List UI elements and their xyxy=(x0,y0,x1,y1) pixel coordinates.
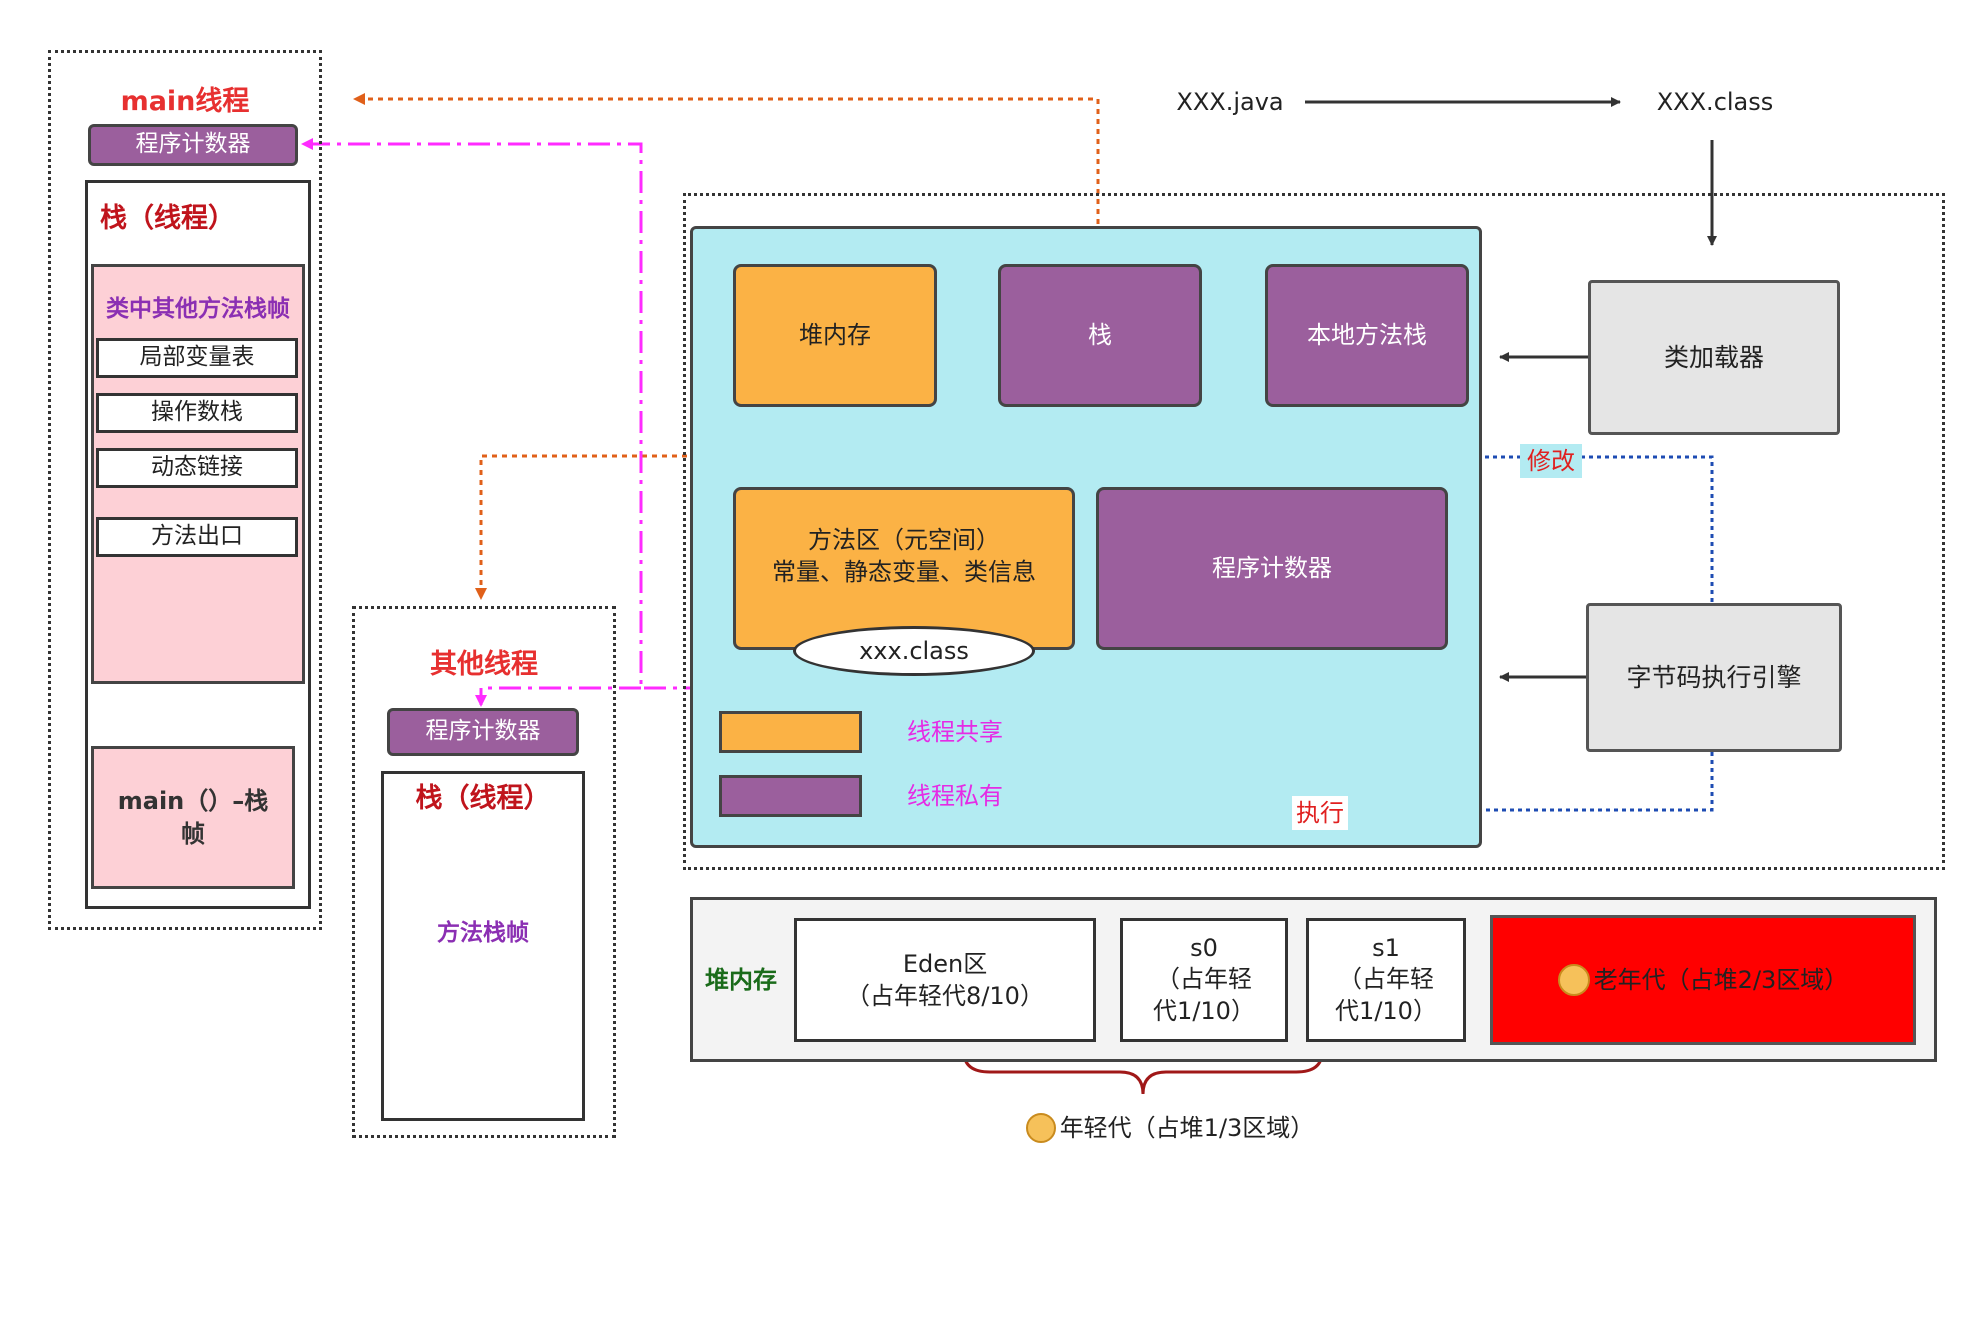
main-method-frame: main（）–栈帧 xyxy=(91,746,295,889)
elderly-icon xyxy=(1557,964,1590,996)
main-method-frame-label: main（）–栈帧 xyxy=(117,787,269,848)
legend-private-label: 线程私有 xyxy=(907,781,1003,810)
source-file: XXX.java xyxy=(1176,87,1284,116)
method-area-title: 方法区（元空间） xyxy=(808,526,1000,554)
heap-box: 堆内存 xyxy=(733,264,937,407)
s0-ratio-line2: 代1/10） xyxy=(1153,996,1255,1025)
stack-box: 栈 xyxy=(998,264,1202,407)
other-thread-stack-title: 栈（线程） xyxy=(415,782,551,814)
survivor-s1-box: s1 （占年轻 代1/10） xyxy=(1306,918,1466,1042)
return-address: 方法出口 xyxy=(96,517,298,557)
legend-shared-label: 线程共享 xyxy=(907,717,1003,746)
heap-layout-label: 堆内存 xyxy=(705,965,777,994)
method-area-box: 方法区（元空间） 常量、静态变量、类信息 xyxy=(733,487,1075,650)
young-person-icon xyxy=(1025,1113,1056,1143)
bytecode-engine-box: 字节码执行引擎 xyxy=(1586,603,1842,752)
other-thread-title: 其他线程 xyxy=(430,648,538,680)
class-file: XXX.class xyxy=(1656,87,1774,116)
main-thread-title: main线程 xyxy=(120,85,250,117)
native-method-stack-box: 本地方法栈 xyxy=(1265,264,1469,407)
eden-title: Eden区 xyxy=(902,949,988,978)
program-counter-box: 程序计数器 xyxy=(1096,487,1448,650)
other-thread-container xyxy=(352,606,616,1138)
young-gen-brace xyxy=(962,1051,1324,1095)
other-thread-stack xyxy=(381,771,585,1121)
legend-shared-swatch xyxy=(719,711,862,753)
eden-ratio: （占年轻代8/10） xyxy=(846,982,1044,1010)
xxx-class-oval: xxx.class xyxy=(793,626,1035,676)
legend-private-swatch xyxy=(719,775,862,817)
survivor-s0-box: s0 （占年轻 代1/10） xyxy=(1120,918,1288,1042)
modify-label: 修改 xyxy=(1520,444,1582,478)
execute-label: 执行 xyxy=(1292,796,1348,830)
pc-to-other-pc-line xyxy=(475,686,641,707)
method-area-contents: 常量、静态变量、类信息 xyxy=(772,558,1036,587)
old-generation-label: 老年代（占堆2/3区域） xyxy=(1593,965,1849,994)
jvm-container xyxy=(683,193,1945,870)
local-variable-table: 局部变量表 xyxy=(96,338,298,378)
main-thread-container xyxy=(48,50,322,930)
s0-title: s0 xyxy=(1190,934,1218,963)
main-thread-pc: 程序计数器 xyxy=(88,124,298,166)
class-loader-box: 类加载器 xyxy=(1588,280,1840,435)
operand-stack: 操作数栈 xyxy=(96,393,298,433)
s0-ratio-line1: （占年轻 xyxy=(1156,965,1252,994)
s1-title: s1 xyxy=(1372,934,1400,963)
other-thread-pc: 程序计数器 xyxy=(387,708,579,756)
s1-ratio-line1: （占年轻 xyxy=(1338,965,1434,994)
young-generation-caption: 年轻代（占堆1/3区域） xyxy=(1010,1108,1330,1148)
pc-to-main-pc-line xyxy=(301,138,1270,690)
stack-to-main-thread-line xyxy=(353,93,1100,264)
dynamic-linking: 动态链接 xyxy=(96,448,298,488)
other-thread-method-frame: 方法栈帧 xyxy=(437,920,529,947)
young-generation-label: 年轻代（占堆1/3区域） xyxy=(1059,1113,1315,1142)
main-thread-stack-title: 栈（线程） xyxy=(100,202,235,234)
method-frame-title: 类中其他方法栈帧 xyxy=(106,296,290,323)
s1-ratio-line2: 代1/10） xyxy=(1335,996,1437,1025)
eden-box: Eden区 （占年轻代8/10） xyxy=(794,918,1096,1042)
old-generation-box: 老年代（占堆2/3区域） xyxy=(1490,915,1916,1045)
